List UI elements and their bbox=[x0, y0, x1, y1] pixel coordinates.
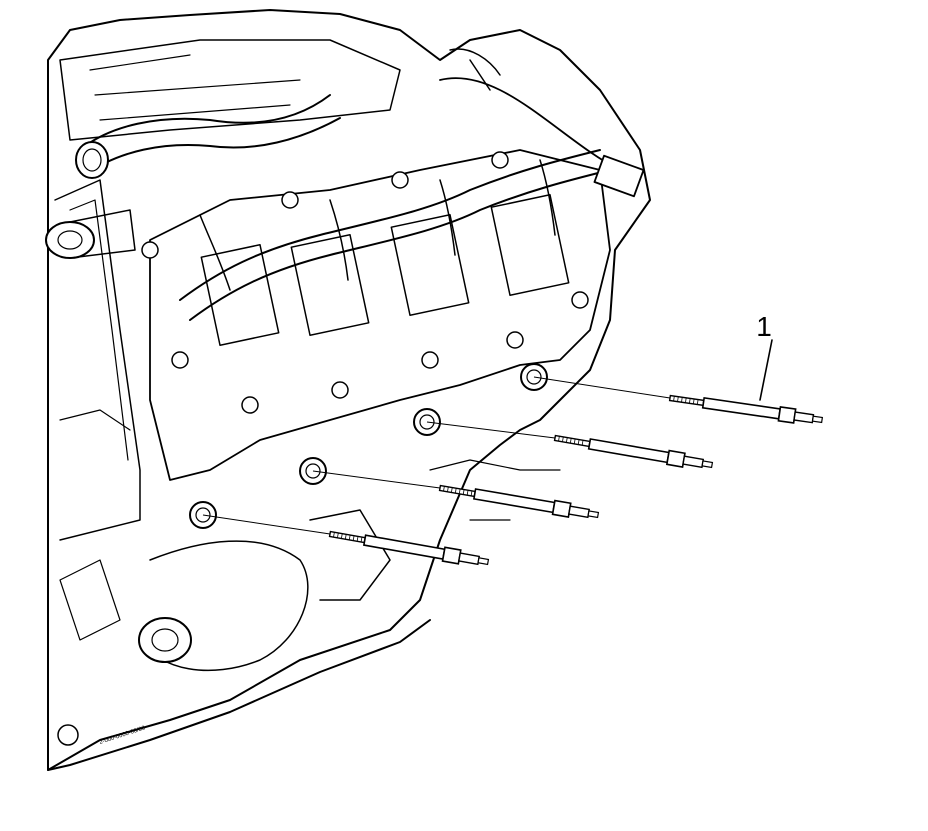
glow-plug-body bbox=[438, 484, 600, 519]
alignment-line bbox=[202, 514, 331, 535]
alignment-line bbox=[312, 470, 441, 489]
glow-plug-body bbox=[553, 434, 714, 469]
glow-plug bbox=[312, 470, 600, 519]
glow-plug-body bbox=[328, 530, 490, 566]
glow-plug-body bbox=[668, 394, 824, 424]
glow-plug bbox=[202, 514, 490, 566]
alignment-line bbox=[426, 421, 556, 439]
callout-label: 1 bbox=[756, 311, 772, 342]
lower-block bbox=[57, 409, 561, 746]
alignment-line bbox=[533, 376, 671, 399]
callout-leader-line bbox=[759, 339, 773, 401]
cylinder-head bbox=[141, 48, 645, 481]
glow-plugs bbox=[202, 376, 824, 566]
glow-plug bbox=[426, 421, 714, 469]
head-bolts bbox=[141, 151, 589, 414]
glow-plug bbox=[533, 376, 824, 424]
callout-1: 1 bbox=[756, 311, 773, 401]
engine-block bbox=[45, 9, 651, 771]
glow-plug-ports bbox=[189, 363, 548, 529]
